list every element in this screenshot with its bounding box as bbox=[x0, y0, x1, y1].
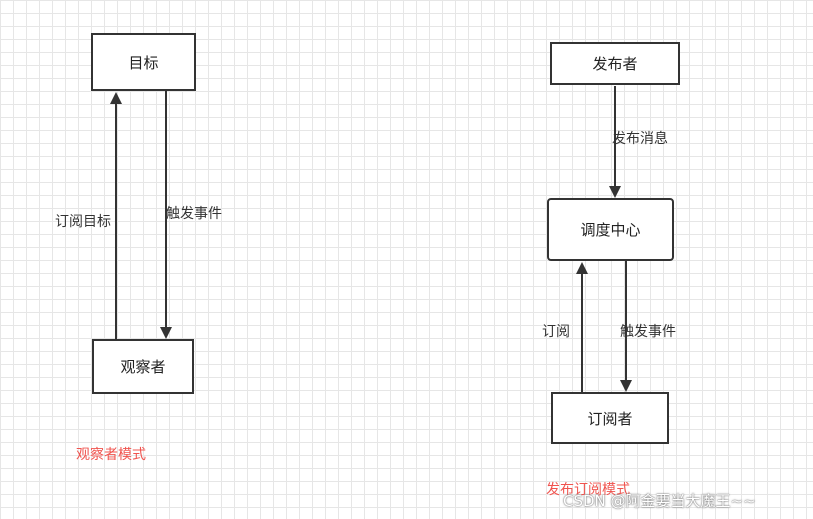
node-target: 目标 bbox=[91, 33, 196, 91]
label-subscribe-center: 订阅 bbox=[542, 324, 570, 340]
node-publisher: 发布者 bbox=[550, 42, 680, 85]
label-publish-message: 发布消息 bbox=[612, 131, 668, 147]
watermark: CSDN @阿金要当大魔王~~ bbox=[563, 492, 756, 510]
node-observer: 观察者 bbox=[92, 339, 194, 394]
label-trigger-event-subscriber: 触发事件 bbox=[620, 324, 676, 340]
node-subscriber: 订阅者 bbox=[551, 392, 669, 444]
label-subscribe-target: 订阅目标 bbox=[55, 214, 111, 230]
caption-pubsub-pattern: 发布订阅模式 bbox=[546, 482, 630, 498]
caption-observer-pattern: 观察者模式 bbox=[76, 447, 146, 463]
label-trigger-event-observer: 触发事件 bbox=[166, 206, 222, 222]
node-dispatch-center: 调度中心 bbox=[547, 198, 674, 261]
